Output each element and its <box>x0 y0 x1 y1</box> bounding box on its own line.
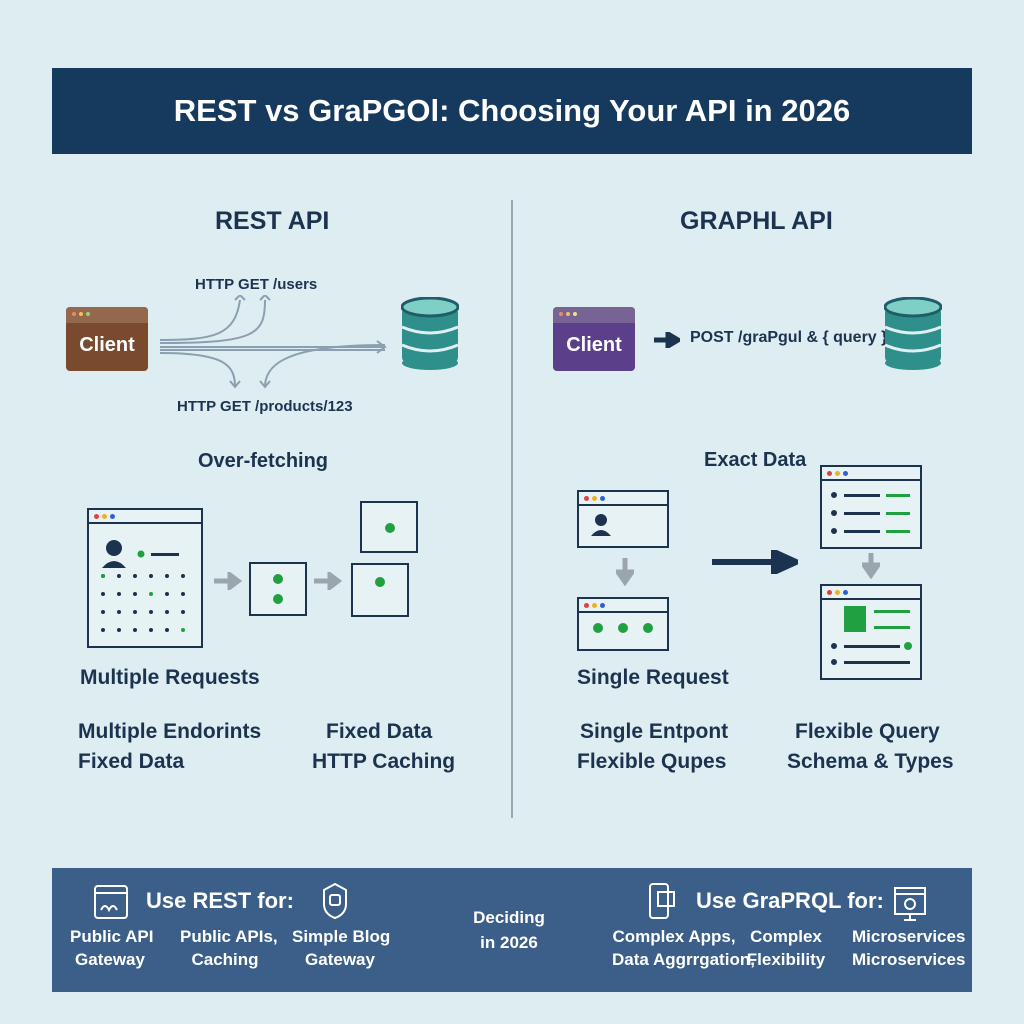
graphql-use-case: Complex Flexibility <box>746 927 826 969</box>
rest-client-box: Client <box>66 307 148 371</box>
graphql-use-case: Complex Apps, Data Aggrrgation, <box>612 927 755 969</box>
mobile-app-icon <box>649 883 675 919</box>
deciding-year: in 2026 <box>480 933 538 952</box>
large-arrow-icon <box>712 550 798 574</box>
divider <box>511 200 513 818</box>
user-icon <box>591 514 611 536</box>
graphql-feature: Single Entpont <box>580 720 729 743</box>
rest-request-top: HTTP GET /users <box>195 276 318 293</box>
query-window <box>820 465 922 549</box>
rest-heading: REST API <box>215 207 330 235</box>
browser-icon <box>94 885 128 919</box>
graphql-client-label: Client <box>566 334 622 356</box>
graphql-feature: Flexible Qupes <box>577 750 727 773</box>
arrow-down-icon <box>616 558 634 586</box>
response-window <box>820 584 922 680</box>
graphql-client-box: Client <box>553 307 635 371</box>
single-request-label: Single Request <box>577 666 729 689</box>
rest-client-label: Client <box>79 334 135 356</box>
graphql-feature: Schema & Types <box>787 750 954 773</box>
rest-use-case: Public API Gateway <box>70 927 154 969</box>
page-title: REST vs GraPGOl: Choosing Your API in 20… <box>52 68 972 154</box>
rest-use-case: Public APIs, Caching <box>180 927 278 969</box>
arrow-icon <box>214 572 243 590</box>
data-box <box>360 501 418 553</box>
use-rest-heading: Use REST for: <box>146 888 294 913</box>
rest-request-bottom: HTTP GET /products/123 <box>177 398 353 415</box>
decision-bar: Use REST for: Public API Gateway Public … <box>52 868 972 992</box>
data-box <box>249 562 307 616</box>
overfetched-data-grid <box>101 540 185 632</box>
rest-feature: Fixed Data <box>78 750 185 773</box>
rest-feature: Fixed Data <box>326 720 433 743</box>
rest-database-icon <box>401 297 459 370</box>
graphql-heading: GRAPHL API <box>680 207 833 235</box>
deciding-label: Deciding <box>473 908 545 927</box>
result-window <box>577 597 669 651</box>
graphql-database-icon <box>884 297 942 370</box>
multiple-requests-label: Multiple Requests <box>80 666 260 689</box>
data-box <box>351 563 409 617</box>
response-fields <box>831 606 912 665</box>
rest-use-case: Simple Blog Gateway <box>292 927 391 969</box>
exact-data-label: Exact Data <box>704 449 807 471</box>
arrow-down-icon <box>862 553 880 579</box>
graphql-feature: Flexible Query <box>795 720 940 743</box>
rest-feature: Multiple Endorints <box>78 720 262 743</box>
arrow-icon <box>654 332 680 348</box>
arrow-icon <box>314 572 343 590</box>
use-graphql-heading: Use GraPRQL for: <box>696 888 884 913</box>
rest-data-window <box>87 508 203 648</box>
graphql-use-case: Microservices Microservices <box>852 927 966 969</box>
user-window <box>577 490 669 548</box>
query-fields <box>831 492 910 534</box>
monitor-icon <box>894 887 926 921</box>
graphql-request: POST /graPgul & { query } <box>690 329 888 346</box>
rest-feature: HTTP Caching <box>312 750 456 773</box>
badge-icon <box>323 882 347 920</box>
rest-request-arrows <box>159 295 387 389</box>
overfetching-label: Over-fetching <box>198 450 329 472</box>
